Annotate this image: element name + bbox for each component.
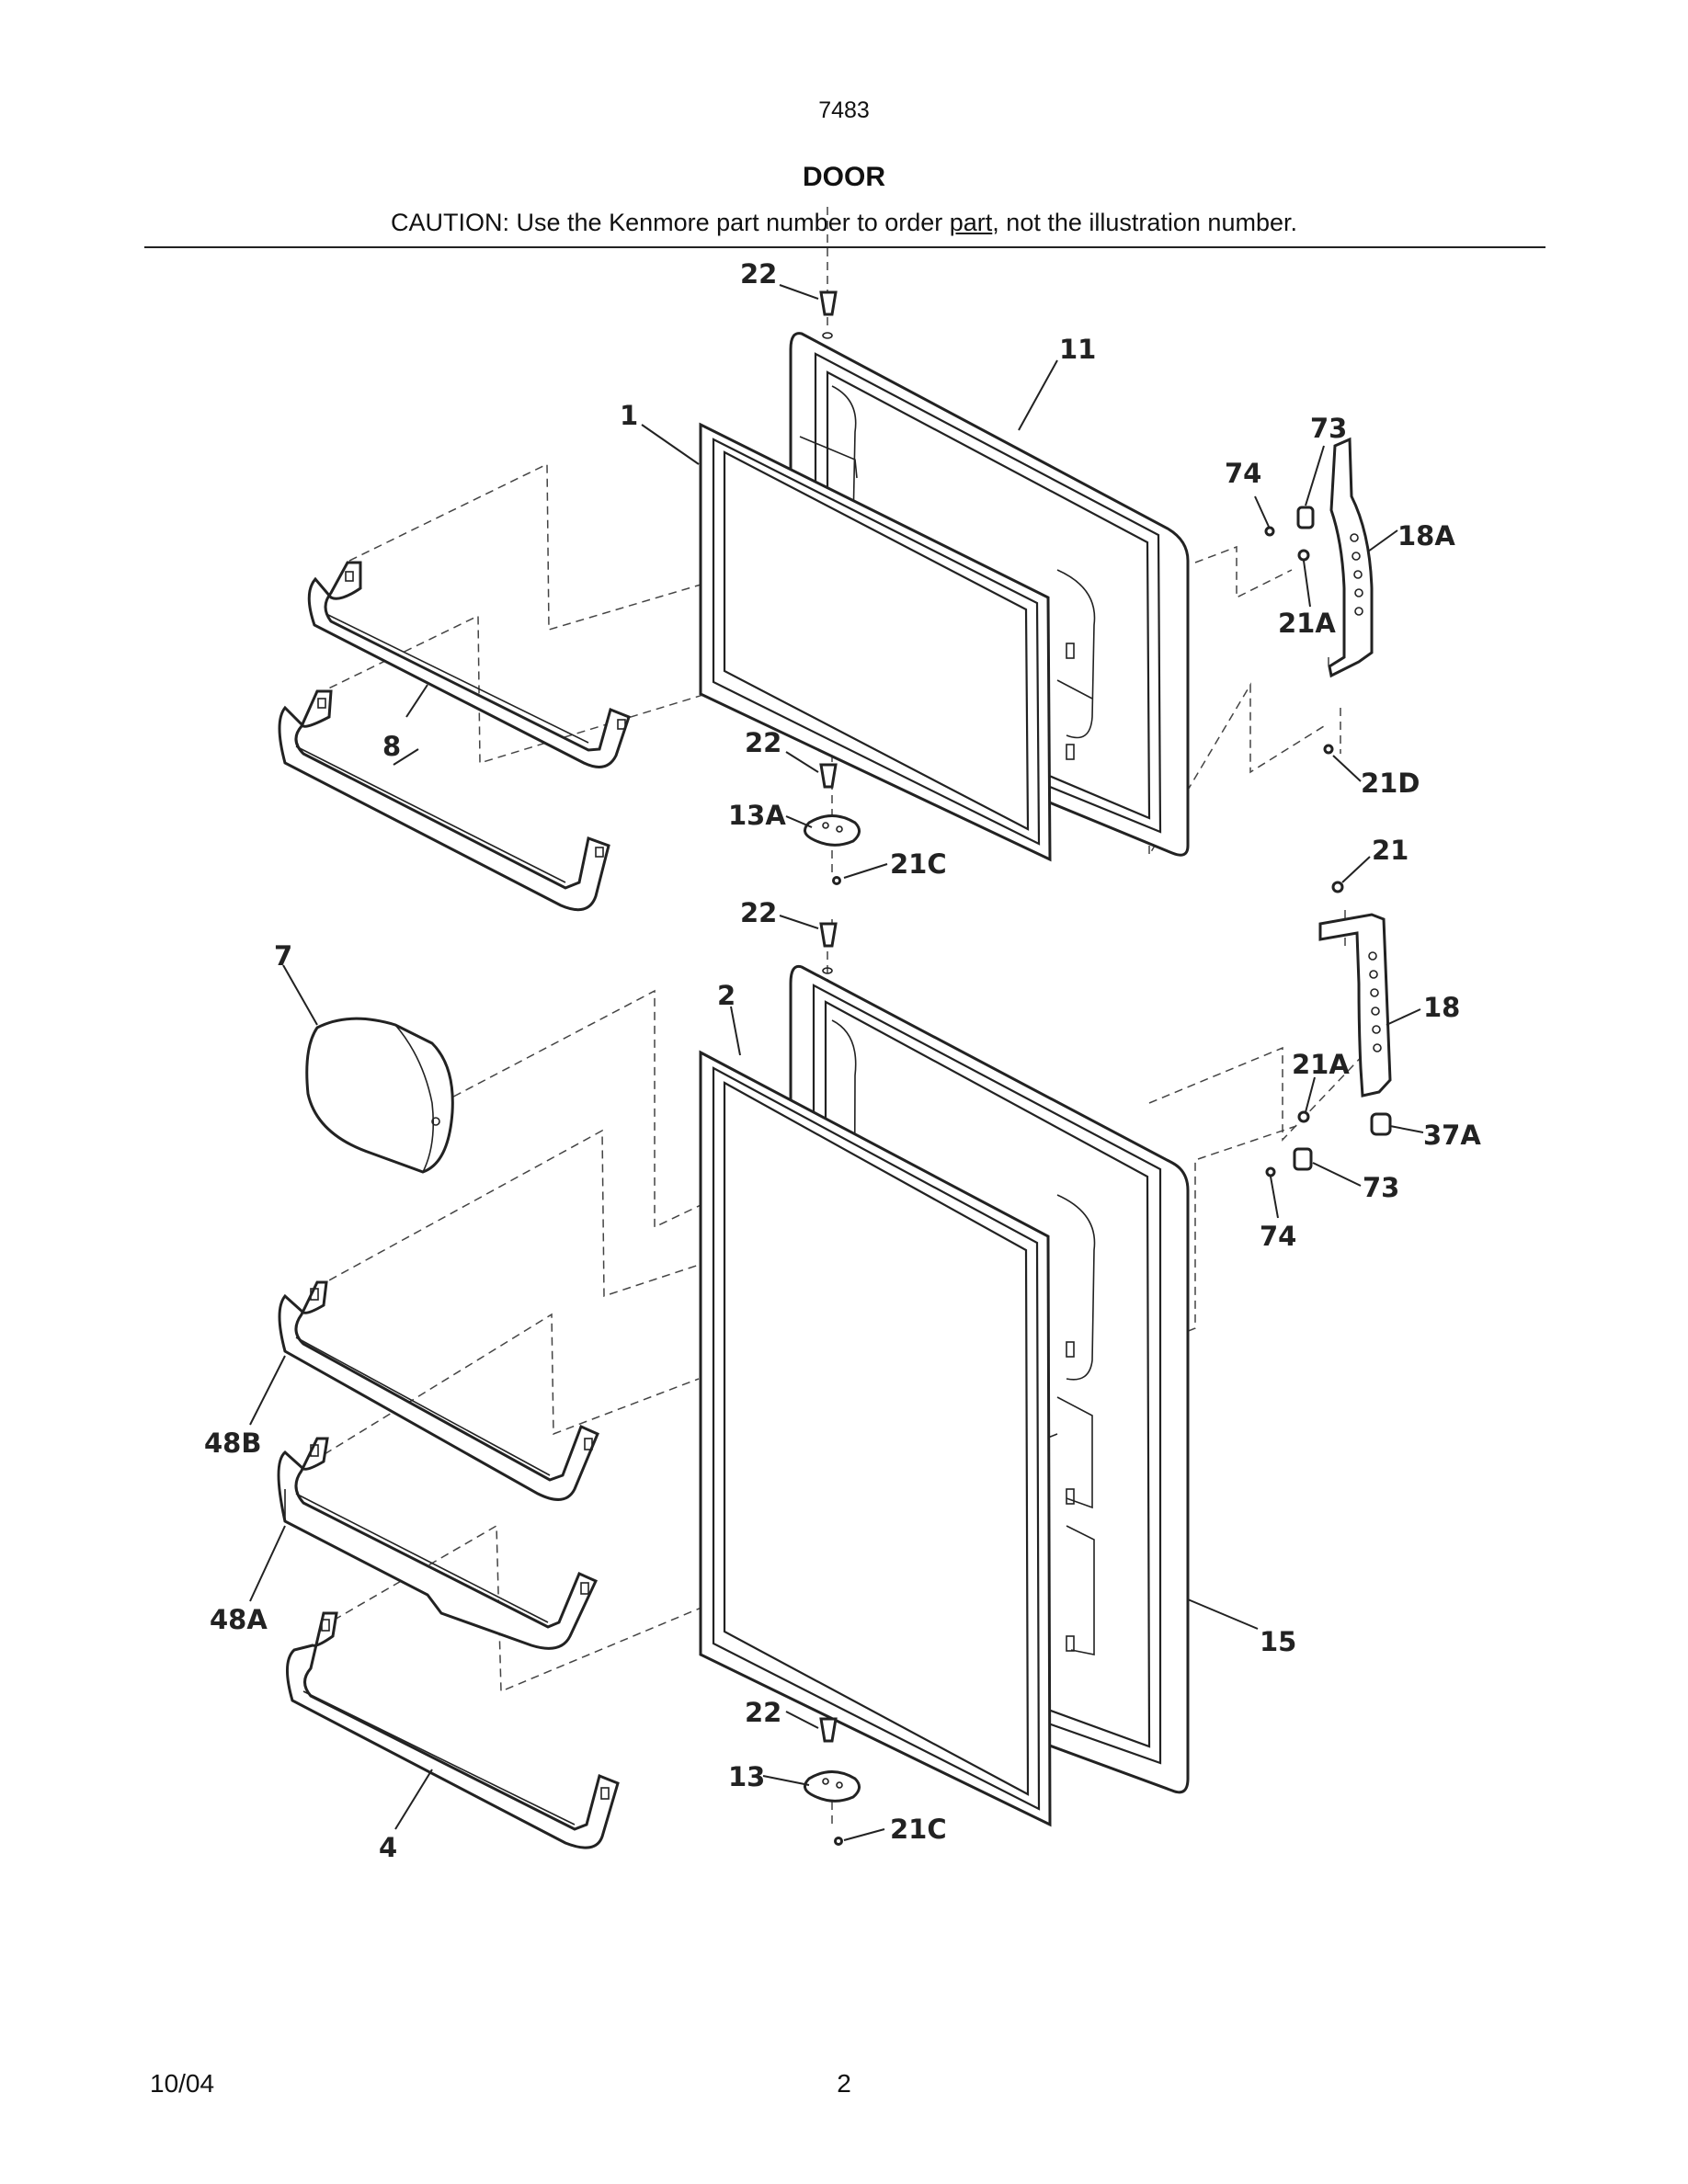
callout-73-top: 73 [1310, 413, 1347, 444]
footer-page-number: 2 [837, 2069, 851, 2098]
callout-1: 1 [620, 400, 638, 431]
callout-8: 8 [382, 731, 401, 762]
header-divider [144, 246, 1545, 248]
callout-7: 7 [274, 940, 292, 972]
callout-21D: 21D [1361, 768, 1420, 799]
caution-text-end: , not the illustration number. [992, 209, 1297, 236]
callout-22-top: 22 [740, 258, 777, 290]
callout-21A-low: 21A [1292, 1049, 1350, 1080]
callout-22-mid-lower: 22 [740, 897, 777, 928]
callout-15: 15 [1260, 1626, 1296, 1657]
dairy-door-cover [305, 1017, 454, 1174]
caution-note: CAUTION: Use the Kenmore part number to … [0, 209, 1688, 237]
fresh-food-door-shelves [277, 1280, 620, 1849]
callout-74-low: 74 [1260, 1221, 1296, 1252]
callout-leader-lines [249, 284, 1424, 1841]
callout-18: 18 [1423, 992, 1460, 1023]
page-title: DOOR [803, 162, 885, 192]
callout-48A: 48A [210, 1604, 268, 1635]
callout-21: 21 [1372, 835, 1409, 866]
callout-37A: 37A [1423, 1120, 1481, 1151]
callout-21C-top: 21C [890, 848, 947, 880]
top-screws-and-plates [804, 290, 861, 948]
callout-2: 2 [717, 980, 736, 1011]
callout-73-low: 73 [1363, 1172, 1399, 1203]
caution-text-start: CAUTION: Use the Kenmore part number to … [391, 209, 950, 236]
callout-18A: 18A [1397, 520, 1455, 552]
model-number: 7483 [818, 97, 870, 123]
callout-13A: 13A [728, 800, 786, 831]
top-hinge-18A [1264, 437, 1374, 755]
callout-13: 13 [728, 1761, 765, 1792]
bottom-screws-and-plates [804, 1717, 861, 1846]
callout-4: 4 [379, 1832, 397, 1863]
freezer-door-shelves [278, 561, 631, 912]
callout-22-bottom: 22 [745, 1697, 781, 1728]
callout-74-top: 74 [1225, 458, 1261, 489]
freezer-door-gasket [699, 422, 1052, 862]
callout-labels: 22 11 1 73 74 18A 21A 8 22 13A 21C 21D 2… [204, 258, 1481, 1863]
callout-21C-bottom: 21C [890, 1814, 947, 1845]
callout-22-mid-upper: 22 [745, 727, 781, 758]
footer-date: 10/04 [150, 2069, 215, 2098]
callout-21A-top: 21A [1278, 608, 1336, 639]
caution-underlined-word: part [949, 209, 993, 236]
fresh-food-door-gasket [699, 1050, 1052, 1827]
center-hinge-18 [1265, 881, 1392, 1177]
callout-48B: 48B [204, 1428, 261, 1459]
callout-11: 11 [1059, 334, 1096, 365]
